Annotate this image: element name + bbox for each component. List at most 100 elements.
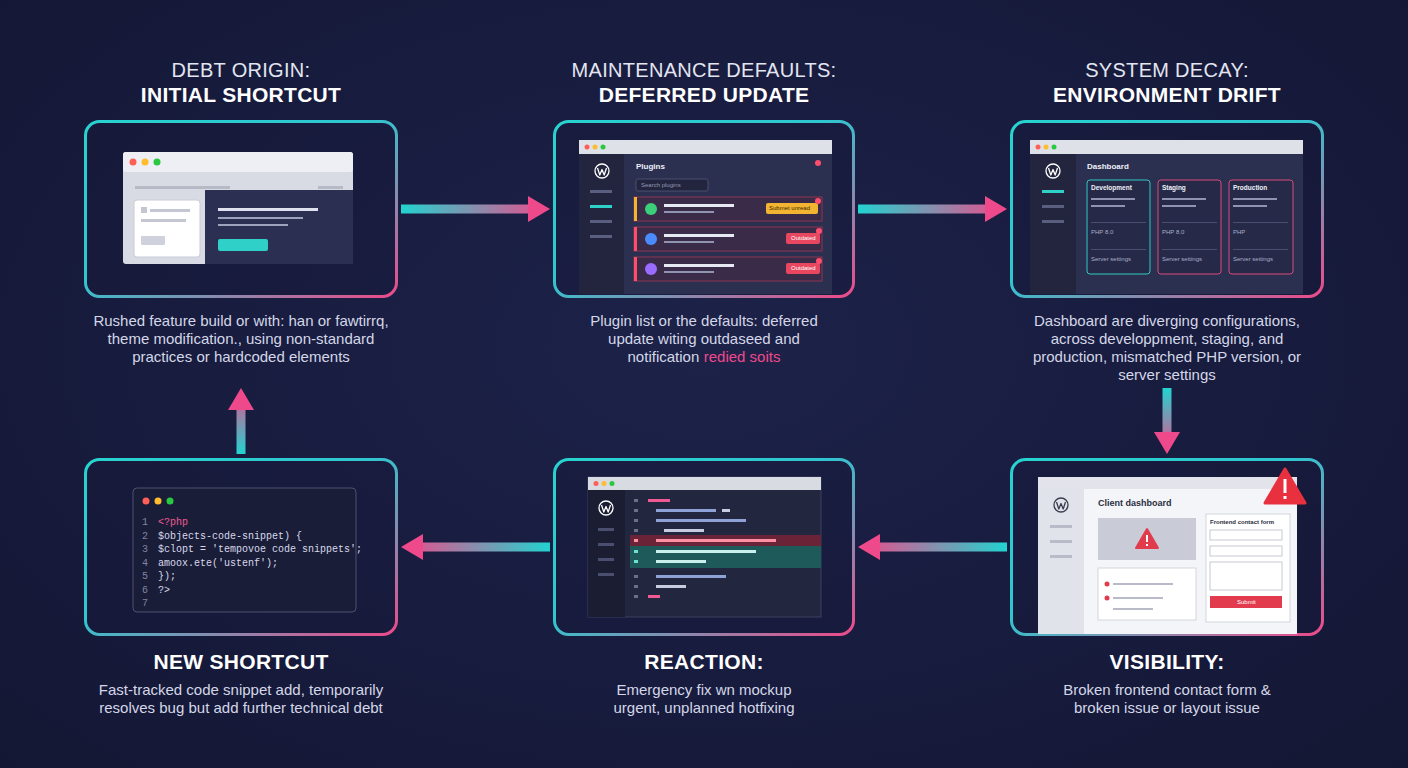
arrow-head (228, 388, 254, 410)
frame-outline (553, 120, 855, 298)
alert-dot (816, 258, 822, 264)
window-body (588, 477, 821, 617)
card-button (141, 236, 165, 245)
frame-outline (1010, 120, 1324, 298)
frame-border (555, 122, 854, 297)
step-description: Fast-tracked code snippet add, temporari… (91, 681, 391, 717)
line-number-mark (634, 550, 638, 553)
step-heading: MAINTENANCE DEFAULTS: (523, 58, 885, 82)
cycle-step: REACTION:Emergency fix wn mockup urgent,… (553, 458, 855, 720)
window-dot (594, 481, 599, 486)
wordpress-logo (595, 164, 609, 178)
cycle-step: VISIBILITY:Broken frontend contact form … (1010, 458, 1324, 720)
line-number-mark (634, 529, 638, 532)
row-line (664, 271, 714, 273)
window-dot (1044, 145, 1049, 150)
code-line (656, 509, 716, 512)
broken-panel (1098, 518, 1196, 560)
error-highlight (630, 535, 821, 546)
alert-dot (815, 198, 821, 204)
plugin-list-mockup (579, 140, 832, 294)
arrow-head (528, 196, 550, 222)
step-frame (1010, 120, 1324, 298)
step-title: ENVIRONMENT DRIFT (980, 83, 1354, 107)
step-heading: SYSTEM DECAY: (980, 58, 1354, 82)
code-line (722, 509, 730, 512)
environment-card (1087, 180, 1150, 274)
line-number-mark (634, 499, 638, 502)
window-body (1038, 477, 1297, 634)
menu-line (590, 205, 612, 208)
window-dot (602, 481, 607, 486)
panel-line (218, 224, 288, 226)
card-line (150, 209, 190, 212)
card-divider (1091, 222, 1146, 223)
frame-border (1012, 460, 1323, 635)
menu-line (1042, 220, 1064, 223)
environment-dashboard-mockup (1030, 140, 1303, 294)
code-window (133, 488, 356, 612)
flow-arrow (858, 196, 1007, 222)
wordpress-logo (1046, 164, 1060, 178)
menu-line (598, 573, 614, 576)
form-input (1210, 546, 1282, 556)
plugin-row (634, 227, 822, 251)
menu-line (1050, 525, 1072, 528)
frame-outline (84, 120, 398, 298)
frame-border (555, 460, 854, 635)
line-number-mark (634, 585, 638, 588)
card-line (1091, 198, 1135, 200)
plugin-row (634, 257, 822, 281)
line-number-mark (634, 539, 638, 542)
status-badge (786, 263, 820, 274)
code-line (656, 519, 746, 522)
search-box (636, 179, 708, 191)
alert-triangle (1265, 469, 1305, 503)
step-description: Emergency fix wn mockup urgent, unplanne… (593, 681, 815, 717)
step-frame (553, 458, 855, 636)
status-badge (786, 233, 820, 244)
window-dot (143, 498, 150, 505)
card-line (1162, 205, 1196, 207)
cycle-step: MAINTENANCE DEFAULTS:DEFERRED UPDATEPlug… (553, 58, 855, 378)
frame-outline (84, 458, 398, 636)
flow-arrow (1154, 388, 1180, 454)
card-line (1233, 198, 1277, 200)
window-dot (1036, 145, 1041, 150)
card-line (1113, 597, 1163, 599)
description-text: redied soits (704, 348, 781, 365)
step-title: DEFERRED UPDATE (523, 83, 885, 107)
row-marker (634, 227, 637, 251)
step-title: INITIAL SHORTCUT (54, 83, 428, 107)
alert-mark (1284, 496, 1287, 499)
menu-line (598, 543, 614, 546)
card-divider (1091, 249, 1146, 250)
row-line (664, 264, 734, 267)
plugin-icon (645, 233, 657, 245)
error-dot (1105, 596, 1110, 601)
alert-mark (1284, 479, 1287, 493)
description-text: Rushed feature build or with: han or faw… (93, 312, 388, 365)
card-divider (1233, 249, 1288, 250)
step-title: NEW SHORTCUT (54, 650, 428, 674)
card-line (1113, 583, 1173, 585)
card-line (141, 219, 186, 222)
window-body (123, 152, 353, 264)
frame-border (86, 460, 397, 635)
nav-line (135, 186, 230, 189)
card-divider (1233, 222, 1288, 223)
window-titlebar (123, 152, 353, 172)
code-line (664, 529, 704, 532)
frame-outline (553, 458, 855, 636)
code-snippet-window (133, 488, 356, 612)
alert-dot (816, 228, 822, 234)
frame-border (1012, 122, 1323, 297)
step-title: REACTION: (523, 650, 885, 674)
line-number-mark (634, 595, 638, 598)
content-card (134, 200, 200, 257)
window-titlebar (1038, 477, 1297, 489)
code-editor-mockup (588, 477, 821, 617)
step-frame (1010, 458, 1324, 636)
card-line (1162, 198, 1206, 200)
menu-line (1050, 540, 1072, 543)
